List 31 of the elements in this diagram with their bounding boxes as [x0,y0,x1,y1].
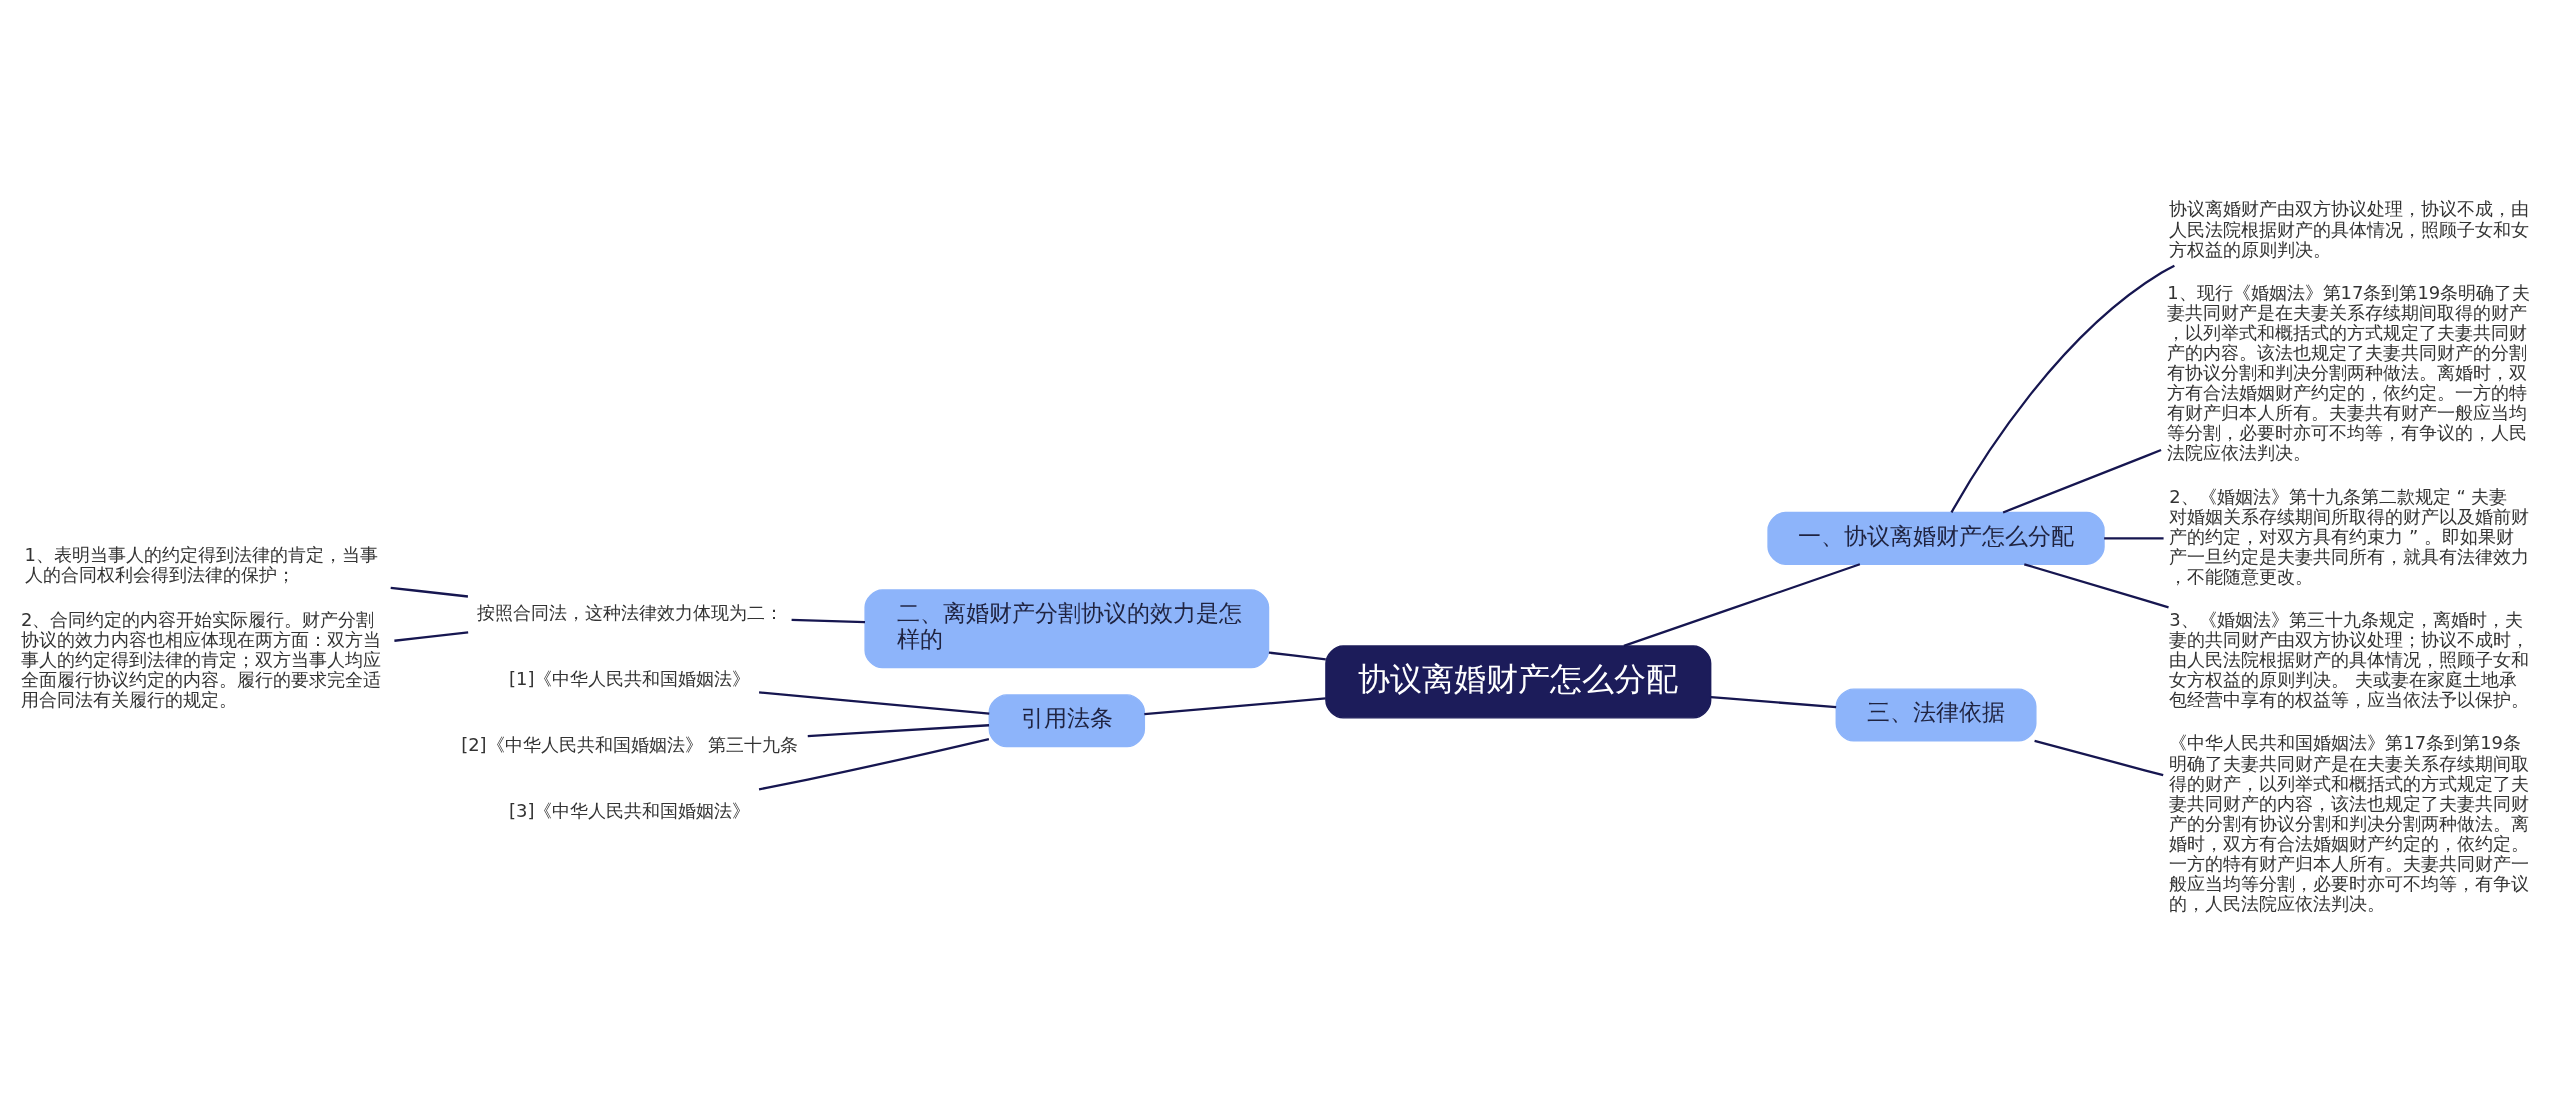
node-box: 三、法律依据 [1835,688,2037,742]
connector [390,586,469,598]
connector [2034,739,2164,777]
node-text: [3]《中华人民共和国婚姻法》 [508,799,751,821]
connector [807,724,990,738]
connector [1144,697,1326,716]
connector [394,631,469,642]
connector [1268,651,1326,661]
node-text: [2]《中华人民共和国婚姻法》 第三十九条 [461,733,799,755]
connector [758,737,990,791]
connector [2023,563,2169,609]
node-box: 协议离婚财产怎么分配 [1325,645,1712,719]
node-text: 1、现行《婚姻法》第17条到第19条明确了夫妻共同财产是在夫妻关系存续期间取得的财产，以列举式和概括式的方式规定了夫妻共同财产的内容。该法也规定了夫妻共同财产的分割有协议分割和判决分割两种做法。离婚时，双方有合法婚姻财产约定的，依约定。一方的特有财产归本人所有。夫妻共有财产一般应当均等分割，必要时亦可不均等，有争议的，人民法院应依法判决。 [2167,281,2531,464]
connector [2002,448,2162,514]
connector [2104,537,2164,540]
connector [758,691,990,715]
connector [1623,563,1861,647]
node-text: [1]《中华人民共和国婚姻法》 [508,667,751,689]
connector [791,618,866,624]
node-text: 协议离婚财产由双方协议处理，协议不成，由人民法院根据财产的具体情况，照顾子女和女方权益的原则判决。 [2169,198,2530,260]
node-text: 3、《婚姻法》第三十九条规定，离婚时，夫妻的共同财产由双方协议处理；协议不成时，由人民法院根据财产的具体情况，照顾子女和女方权益的原则判决。 夫或妻在家庭土地承包经营中享有的权益等，应当依法予以保护。 [2169,608,2530,711]
connector [1710,696,1837,709]
node-text: 2、《婚姻法》第十九条第二款规定 “ 夫妻对婚姻关系存续期间所取得的财产以及婚前财产的约定，对双方具有约束力 ” 。即如果财产一旦约定是夫妻共同所有，就具有法律效力，不能随意更改。 [2169,485,2530,587]
node-box: 引用法条 [988,694,1146,748]
connector [1950,264,2175,513]
node-text: 按照合同法，这种法律效力体现为二： [476,601,783,623]
node-text: 《中华人民共和国婚姻法》第17条到第19条明确了夫妻共同财产是在夫妻关系存续期间取得的财产，以列举式和概括式的方式规定了夫妻共同财产的内容，该法也规定了夫妻共同财产的分割有协议分割和判决分割两种做法。离婚时，双方有合法婚姻财产约定的，依约定。一方的特有财产归本人所有。夫妻共同财产一般应当均等分割，必要时亦可不均等，有争议的，人民法院应依法判决。 [2169,732,2530,915]
node-box: 一、协议离婚财产怎么分配 [1767,511,2105,565]
node-box: 二、离婚财产分割协议的效力是怎样的 [864,589,1270,669]
node-text: 2、合同约定的内容开始实际履行。财产分割协议的效力内容也相应体现在两方面：双方当事人的约定得到法律的肯定；双方当事人均应全面履行协议约定的内容。履行的要求完全适用合同法有关履行的规定。 [21,608,382,711]
node-text: 1、表明当事人的约定得到法律的肯定，当事人的合同权利会得到法律的保护； [24,544,379,586]
